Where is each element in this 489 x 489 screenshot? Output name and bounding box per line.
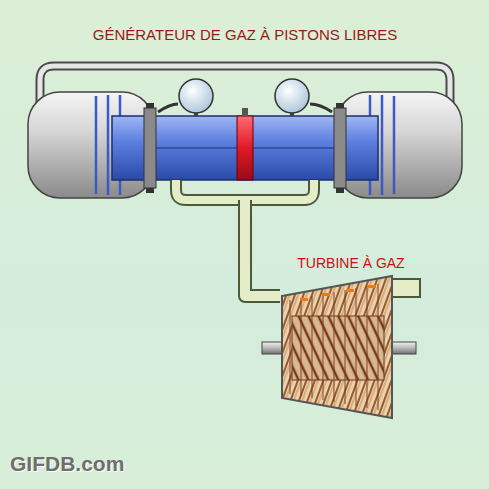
right-flange (334, 108, 346, 188)
free-piston (237, 116, 253, 180)
turbine-stage (366, 286, 368, 408)
gas-flow (300, 285, 376, 301)
watermark: GIFDB.com (10, 452, 124, 476)
left-gauge (179, 79, 213, 113)
turbine-stage (344, 290, 346, 404)
gauge-stems (196, 112, 292, 116)
turbine-stage (289, 300, 291, 394)
node-heading: GÉNÉRATEUR DE GAZ À PISTONS LIBRES (20, 26, 470, 43)
flange-bolts (146, 103, 344, 193)
exhaust-branch (176, 180, 314, 200)
tank-rings (96, 95, 394, 195)
turbine-stage (311, 296, 313, 398)
turbine-rotor (292, 316, 384, 380)
left-flange (144, 108, 156, 188)
turbine-casing (282, 276, 392, 418)
turbine-stages (290, 284, 378, 410)
turbine-stage (355, 288, 357, 406)
turbine-node: TURBINE À GAZ (280, 250, 422, 422)
pipe-fill (245, 200, 280, 296)
turbine-stage (377, 284, 379, 410)
generator-node: GÉNÉRATEUR DE GAZ À PISTONS LIBRES (20, 18, 470, 200)
exhaust-branch-outline (176, 180, 314, 200)
injector (242, 108, 248, 116)
gauge-lines (158, 104, 332, 112)
right-gauge (275, 79, 309, 113)
turbine-stage (333, 292, 335, 402)
pipe-outline (245, 200, 280, 296)
gas-pipe (245, 200, 280, 296)
node-heading: TURBINE À GAZ (280, 255, 422, 271)
turbine-stage (300, 298, 302, 396)
turbine-stage (322, 294, 324, 400)
